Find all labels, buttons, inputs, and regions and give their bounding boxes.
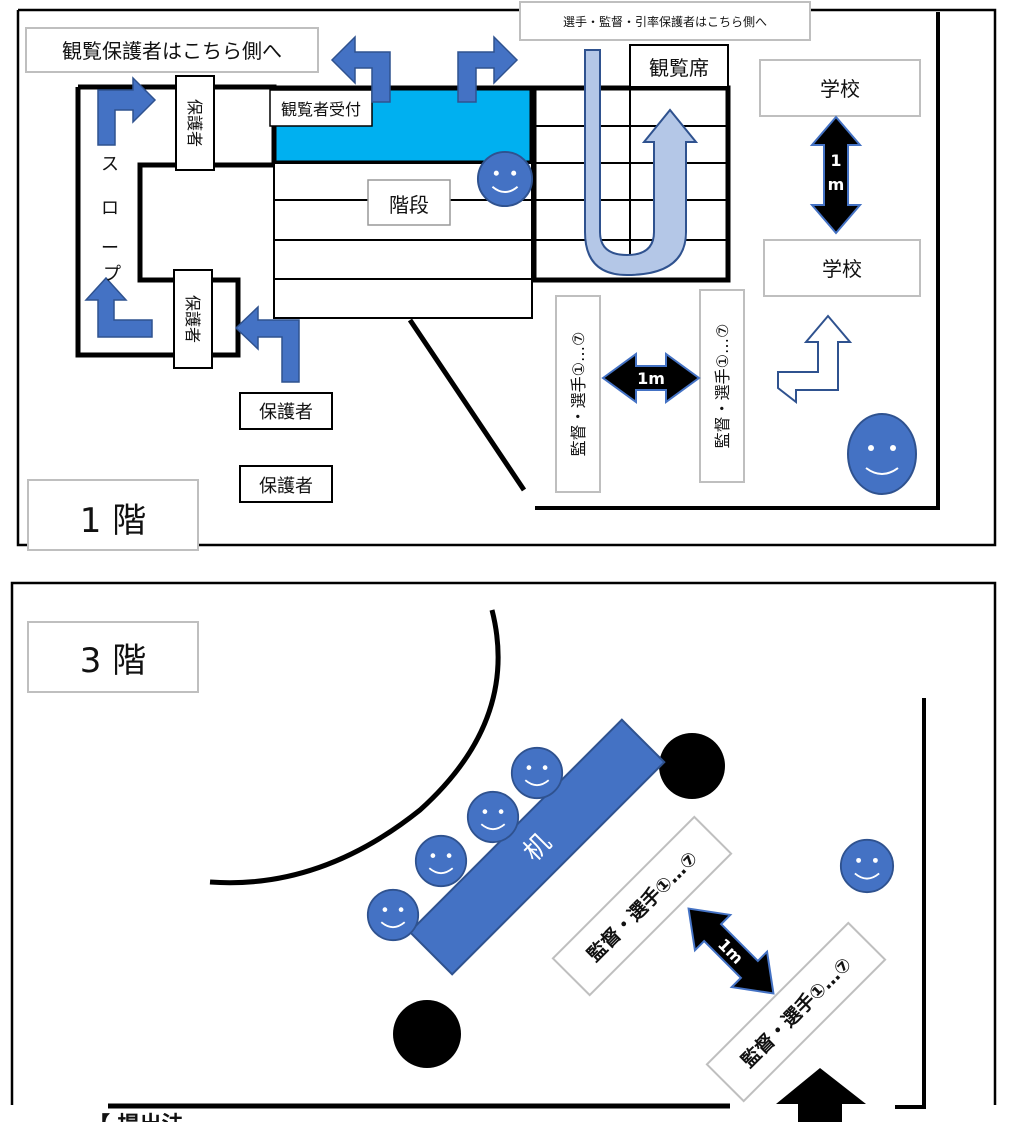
arrow-player-up-right <box>457 35 519 103</box>
distance-arrow-diagonal <box>687 907 775 995</box>
seating-lines <box>534 45 728 276</box>
guardian-box-2: 保護者 <box>259 476 313 497</box>
school-box-2: 学校 <box>822 257 862 281</box>
guardian-direction-label: 観覧保護者はこちら側へ <box>62 39 282 63</box>
svg-text:プ: プ <box>103 264 121 285</box>
person-icon <box>847 413 917 495</box>
arrow-guardian-entry <box>234 305 300 383</box>
svg-text:ー: ー <box>101 238 119 259</box>
svg-text:ス: ス <box>101 154 119 175</box>
floor1-label: 1 階 <box>80 501 146 541</box>
person-icon <box>839 838 895 894</box>
floor3-frame <box>10 581 997 1105</box>
floor3-right-wall <box>895 698 926 1109</box>
guardian-box-1: 保護者 <box>259 402 313 423</box>
arrow-guardian-left-up <box>330 35 391 103</box>
floor3-label: 3 階 <box>80 641 146 681</box>
person-icon <box>510 746 564 800</box>
seats-label: 観覧席 <box>649 56 709 80</box>
distance-arrow-vertical <box>809 115 863 235</box>
person-icon <box>366 888 420 942</box>
distance-arrow-horizontal <box>601 352 701 404</box>
slope-label: ス ロ ー プ <box>101 154 121 285</box>
distance-horizontal: 1m <box>637 369 665 388</box>
distance-vertical-2: m <box>828 175 845 194</box>
coach-player-left: 監督・選手①…⑦ <box>569 332 588 457</box>
floor1-right-wall <box>535 12 940 510</box>
floor3-map: 3 階 机 監督・選手①…⑦ 監督・選手①…⑦ 1m <box>10 581 997 1122</box>
floor1-diagonal-wall <box>407 318 527 492</box>
floor3-curved-wall <box>209 609 501 886</box>
black-circle <box>659 733 725 799</box>
uturn-arrow <box>584 49 699 277</box>
black-circle <box>393 1000 461 1068</box>
person-icon <box>466 790 520 844</box>
person-icon <box>476 150 534 208</box>
stairs-label: 階段 <box>389 193 429 217</box>
entry-arrow-up <box>776 1068 866 1122</box>
reception-label: 観覧者受付 <box>281 100 361 119</box>
distance-vertical-1: 1 <box>830 151 841 170</box>
coach-player-right: 監督・選手①…⑦ <box>713 324 732 449</box>
arrow-slope-top <box>97 76 157 146</box>
player-direction-label: 選手・監督・引率保護者はこちら側へ <box>563 14 767 29</box>
footer-cut-text: 【 提出法 <box>88 1112 184 1122</box>
arrow-slope-bottom <box>84 276 153 338</box>
person-icon <box>414 834 468 888</box>
school-box-1: 学校 <box>820 77 860 101</box>
svg-text:ロ: ロ <box>101 198 119 219</box>
coach-player-box-1: 監督・選手①…⑦ <box>583 847 703 967</box>
arrow-outline-up <box>777 314 853 405</box>
floor1-map: 観覧席 観覧者受付 階段 観覧保護者はこちら側へ 選手・監督・引率保護者はこちら… <box>16 1 997 551</box>
guardian-box-top: 保護者 <box>185 99 204 147</box>
guardian-box-mid: 保護者 <box>183 295 202 343</box>
